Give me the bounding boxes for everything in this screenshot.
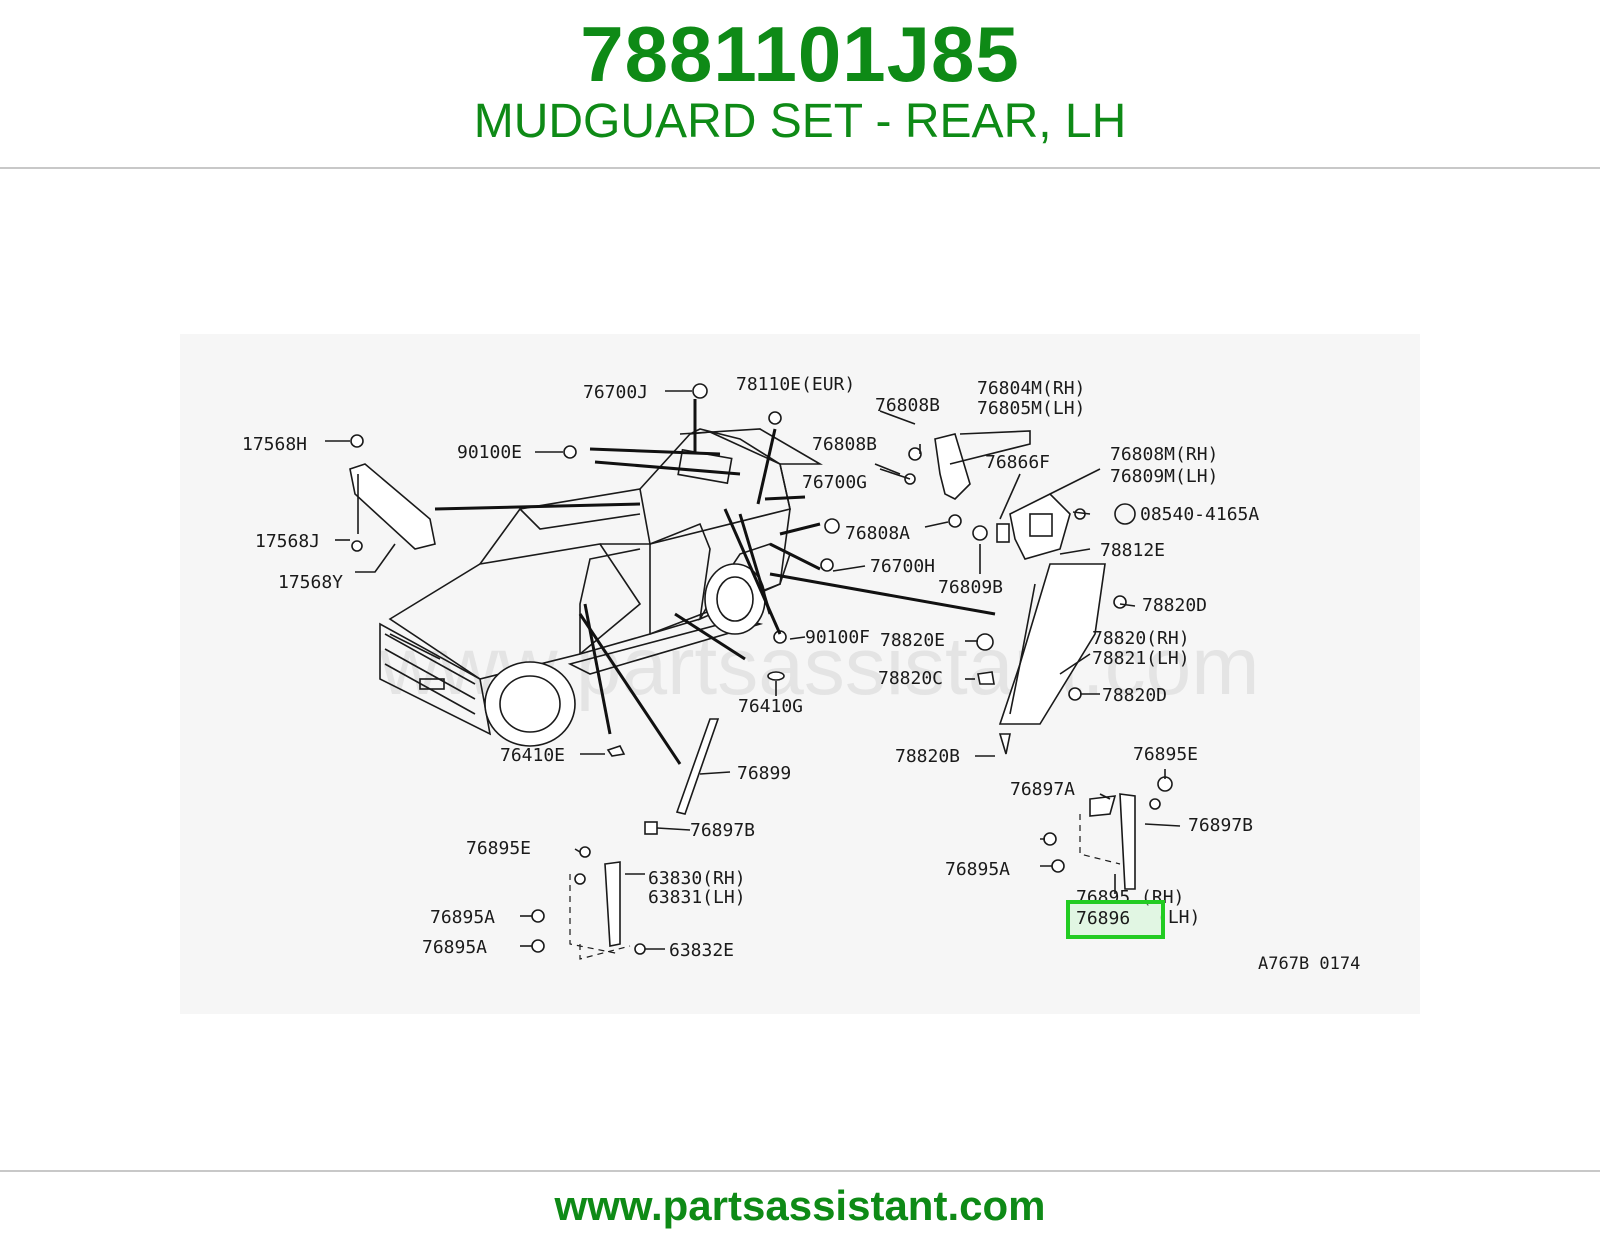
label-17568Y: 17568Y [278, 572, 343, 593]
label-76899: 76899 [737, 763, 791, 784]
label-76808M: 76808M(RH) [1110, 444, 1218, 465]
parts-diagram-svg: www.partsassistant.com [242, 374, 1360, 974]
label-76895E-left: 76895E [466, 838, 531, 859]
label-76805M: 76805M(LH) [977, 398, 1085, 419]
highlight-box [1066, 900, 1165, 939]
header-divider [0, 167, 1600, 169]
label-63830: 63830(RH) [648, 868, 746, 889]
label-76895A-bottom: 76895A [422, 937, 487, 958]
leader-lines [325, 390, 1181, 950]
large-parts [349, 433, 1136, 960]
label-78820E: 78820E [880, 630, 945, 651]
label-76897A: 76897A [1010, 779, 1075, 800]
leader-arrows [434, 399, 996, 765]
label-17568H: 17568H [242, 434, 307, 455]
label-78820C: 78820C [878, 668, 943, 689]
parts-diagram: www.partsassistant.com [180, 334, 1420, 1014]
label-76808B-upper: 76808B [875, 395, 940, 416]
label-17568J: 17568J [255, 531, 320, 552]
part-number: 7881101J85 [580, 10, 1020, 98]
label-78812E: 78812E [1100, 540, 1165, 561]
part-labels: 76700J 78110E(EUR) 76804M(RH) 76805M(LH)… [242, 374, 1360, 974]
label-90100E: 90100E [457, 442, 522, 463]
label-08540-4165A: 08540-4165A [1140, 504, 1259, 525]
label-76895E-right: 76895E [1133, 744, 1198, 765]
label-76897B-right: 76897B [1188, 815, 1253, 836]
footer-url[interactable]: www.partsassistant.com [554, 1182, 1046, 1229]
part-title: MUDGUARD SET - REAR, LH [473, 95, 1127, 148]
label-76866F: 76866F [985, 452, 1050, 473]
label-76808A: 76808A [845, 523, 910, 544]
fasteners [350, 383, 1173, 955]
diagram-code: A767B 0174 [1258, 954, 1360, 974]
label-76896-highlighted[interactable]: 76896 [1076, 908, 1130, 929]
label-78110E: 78110E(EUR) [736, 374, 855, 395]
label-76896LH: (LH) [1157, 907, 1200, 928]
label-76809B: 76809B [938, 577, 1003, 598]
label-78820RH: 78820(RH) [1092, 628, 1190, 649]
label-63831: 63831(LH) [648, 887, 746, 908]
label-76700J: 76700J [583, 382, 648, 403]
page-header: 7881101J85 MUDGUARD SET - REAR, LH [0, 0, 1600, 170]
label-76895A-mid: 76895A [430, 907, 495, 928]
label-78820B: 78820B [895, 746, 960, 767]
label-63832E: 63832E [669, 940, 734, 961]
label-76897B-left: 76897B [690, 820, 755, 841]
label-76804M: 76804M(RH) [977, 378, 1085, 399]
label-76410G: 76410G [738, 696, 803, 717]
label-76809M: 76809M(LH) [1110, 466, 1218, 487]
label-76895A-right: 76895A [945, 859, 1010, 880]
label-76410E: 76410E [500, 745, 565, 766]
label-78820D-lower: 78820D [1102, 685, 1167, 706]
label-78821LH: 78821(LH) [1092, 648, 1190, 669]
label-78820D-upper: 78820D [1142, 595, 1207, 616]
label-76808B-lower: 76808B [812, 434, 877, 455]
label-90100F: 90100F [805, 627, 870, 648]
footer-divider [0, 1170, 1600, 1172]
label-76700G: 76700G [802, 472, 867, 493]
label-76700H: 76700H [870, 556, 935, 577]
